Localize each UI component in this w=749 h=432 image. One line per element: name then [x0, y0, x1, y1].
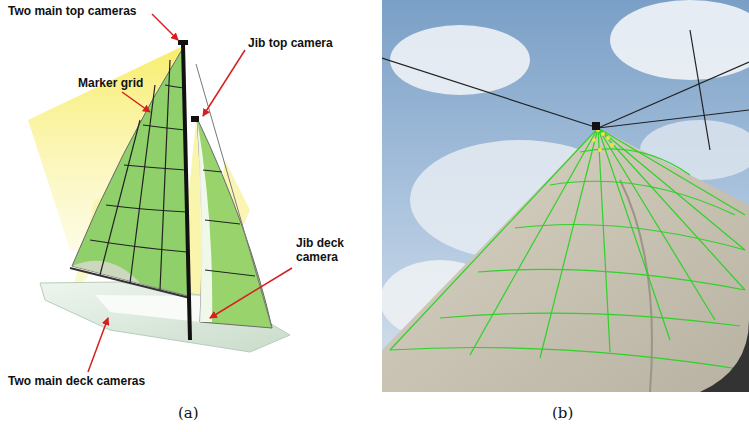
camera-callout: Jib top camera — [248, 36, 333, 50]
camera-callout: Two main top cameras — [8, 4, 136, 18]
camera-callout: Jib deck camera — [296, 236, 358, 264]
grid-callout: Marker grid — [78, 76, 143, 90]
camera-callout: Two main deck cameras — [8, 374, 145, 388]
panel-label: (b) — [552, 404, 573, 422]
panel-label: (a) — [178, 404, 199, 422]
